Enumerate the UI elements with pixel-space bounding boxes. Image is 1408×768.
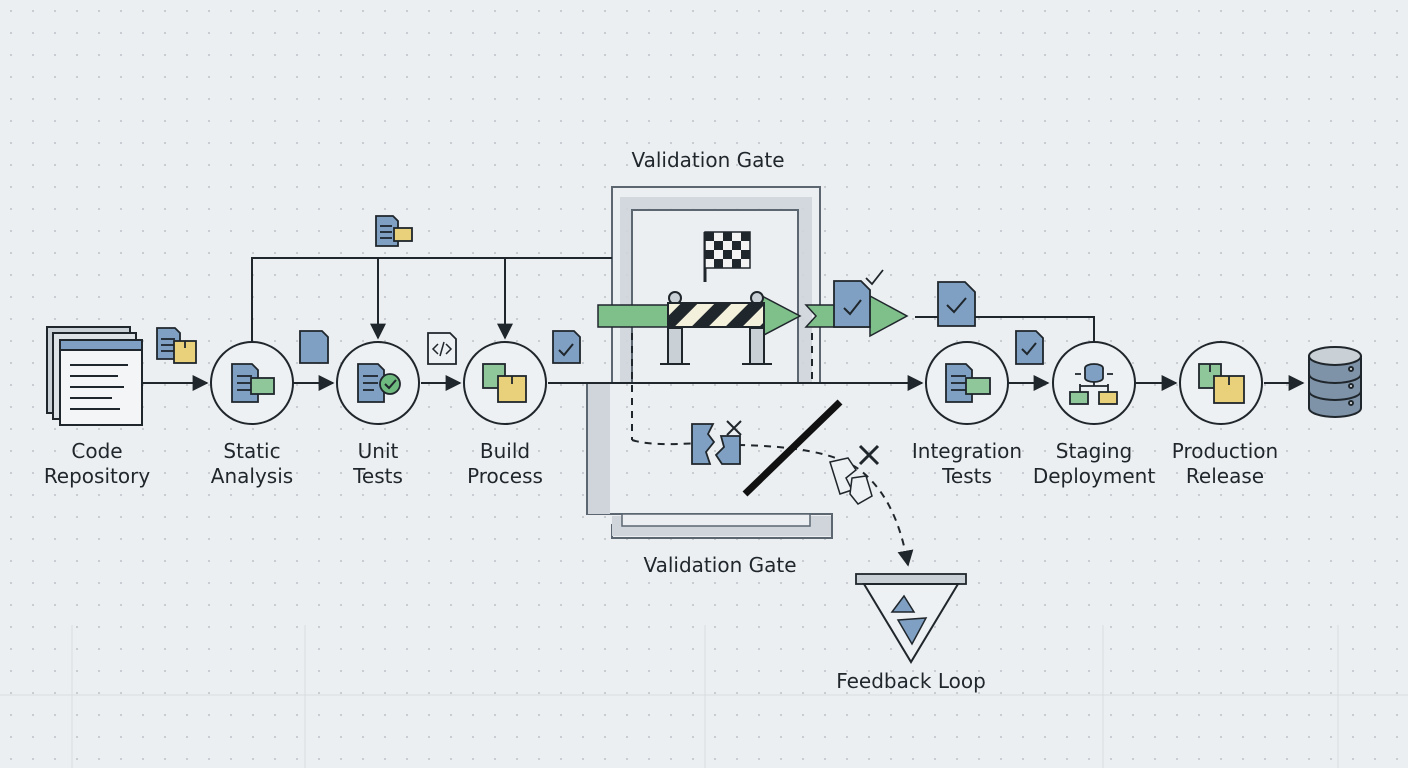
document-icon (156, 215, 457, 365)
feedback-loop-label: Feedback Loop (836, 669, 986, 693)
stage-label-line: Tests (353, 464, 403, 488)
stage-label-line: Code (71, 439, 123, 463)
stage-label-line: Release (1185, 464, 1265, 488)
stage-label-staging-deployment: Staging Deployment (1029, 439, 1159, 489)
stage-label-static-analysis: Static Analysis (197, 439, 307, 489)
integration-tests-icon (945, 363, 991, 403)
unit-tests-icon (357, 363, 401, 403)
database-icon (1308, 346, 1362, 418)
funnel-icon (855, 573, 967, 664)
broken-document-icon (691, 420, 880, 505)
code-repository-icon (46, 326, 143, 426)
stage-label-unit-tests: Unit Tests (333, 439, 423, 489)
background-grid (0, 625, 1408, 768)
static-analysis-icon (231, 363, 275, 403)
stage-label-line: Build (479, 439, 531, 463)
rejection-bar (742, 399, 843, 497)
stage-label-line: Production (1171, 439, 1279, 463)
barrier-icon (660, 291, 772, 365)
stage-label-line: Deployment (1032, 464, 1156, 488)
validation-gate-bottom-label: Validation Gate (643, 553, 797, 577)
checkered-flag-icon (703, 231, 751, 282)
stage-label-line: Static (223, 439, 281, 463)
stage-label-production-release: Production Release (1160, 439, 1290, 489)
stage-label-line: Tests (942, 464, 992, 488)
stage-label-code-repository: Code Repository (40, 439, 154, 489)
stage-label-line: Unit (357, 439, 399, 463)
production-release-icon (1198, 363, 1245, 404)
stage-label-line: Staging (1055, 439, 1133, 463)
stage-label-integration-tests: Integration Tests (902, 439, 1032, 489)
stage-label-line: Repository (43, 464, 151, 488)
stage-label-build-process: Build Process (455, 439, 555, 489)
check-icon (552, 269, 1044, 365)
stage-label-line: Analysis (210, 464, 294, 488)
deployment-icon (1069, 363, 1118, 405)
stage-label-line: Process (467, 464, 543, 488)
stage-label-line: Integration (911, 439, 1023, 463)
build-process-icon (482, 363, 527, 403)
validation-gate-top-label: Validation Gate (631, 148, 785, 172)
